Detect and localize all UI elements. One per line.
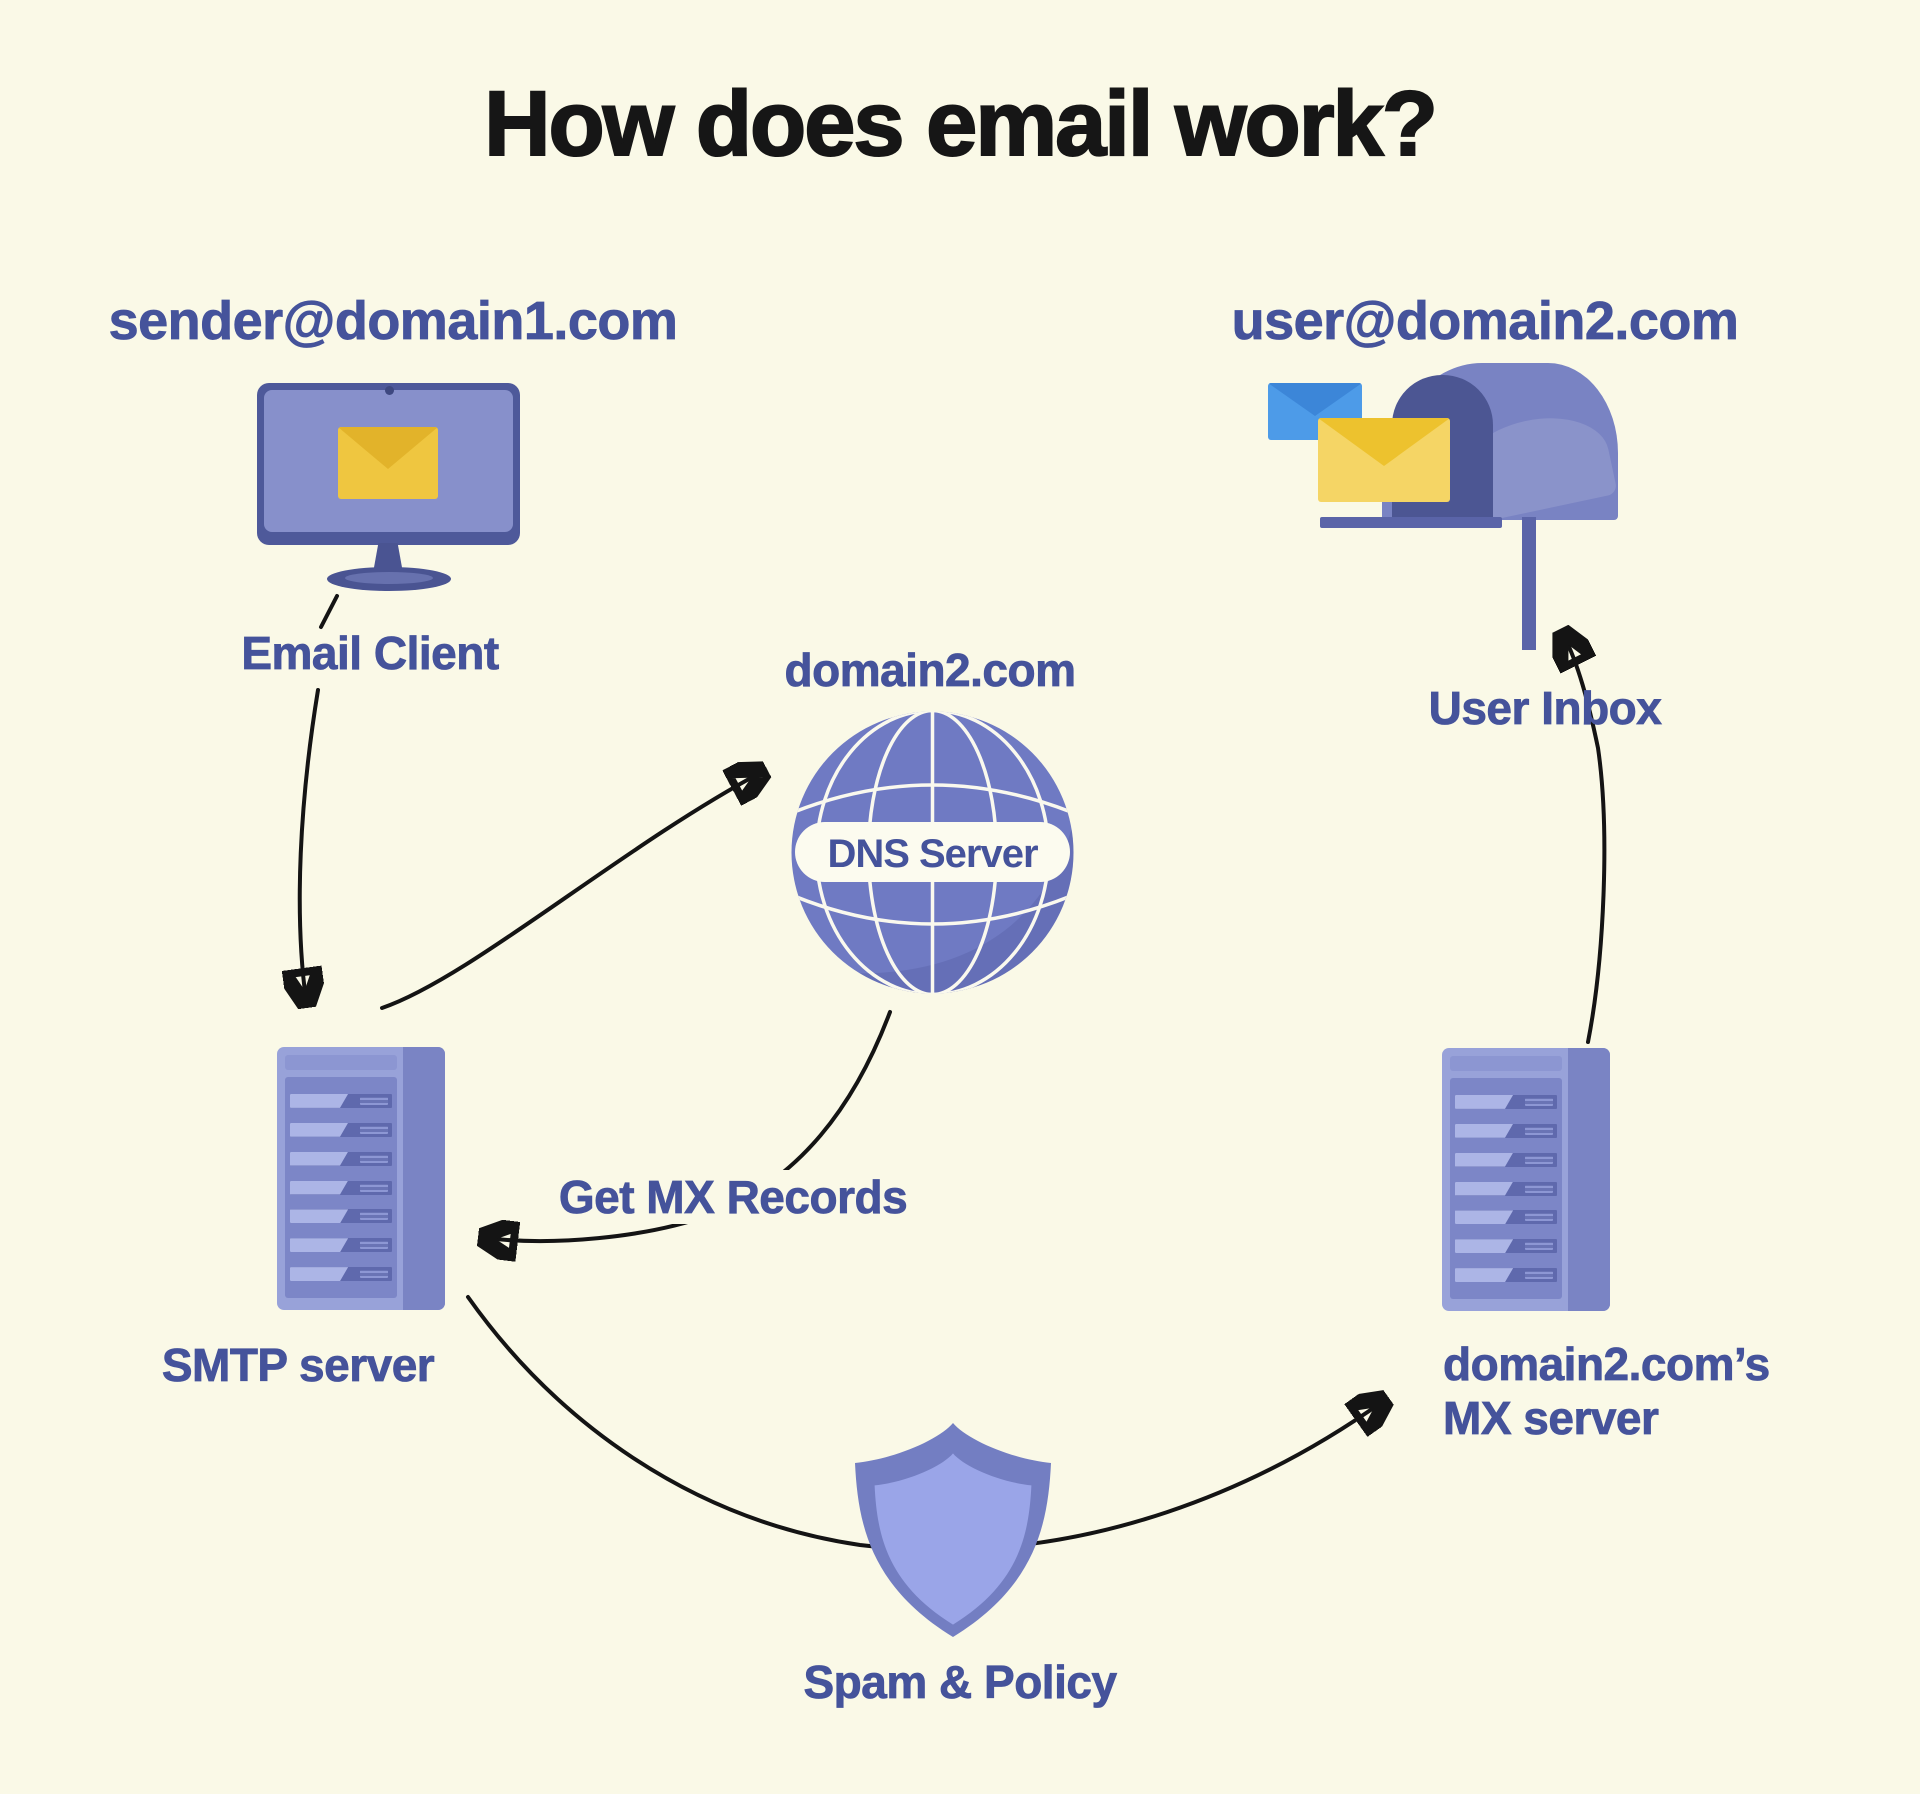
email-client-label: Email Client (241, 627, 500, 680)
smtp-server-label: SMTP server (161, 1339, 435, 1392)
tick-client-to-label (319, 594, 339, 629)
globe-icon: DNS Server (791, 711, 1074, 994)
server-rack-icon-smtp (277, 1047, 445, 1310)
dns-badge-label: DNS Server (827, 832, 1038, 876)
server-unit (290, 1122, 392, 1137)
spam-policy-label: Spam & Policy (803, 1656, 1117, 1709)
dns-domain-label: domain2.com (784, 644, 1076, 697)
dns-badge (795, 822, 1070, 882)
server-unit (1455, 1094, 1557, 1109)
arrow-smtp-to-mx (466, 1295, 1382, 1552)
mx-server-label-line1: domain2.com’s (1443, 1338, 1771, 1391)
monitor-base-highlight (345, 572, 433, 584)
mx-server-label: domain2.com’s MX server (1443, 1337, 1771, 1446)
monitor-envelope-icon (257, 383, 520, 613)
arrow-mx-to-inbox (1564, 636, 1607, 1044)
yellow-envelope-icon (1318, 418, 1450, 502)
server-unit (1455, 1268, 1557, 1283)
shield-inner (874, 1453, 1032, 1625)
mailbox-icon (1260, 355, 1640, 655)
server-rack-units (1450, 1078, 1562, 1299)
server-unit (290, 1151, 392, 1166)
server-unit (1455, 1239, 1557, 1254)
server-rack-icon-mx (1442, 1048, 1610, 1311)
server-unit (290, 1238, 392, 1253)
server-unit (1455, 1123, 1557, 1138)
arrow-smtp-to-dns (380, 773, 760, 1010)
mailbox-shelf (1320, 517, 1502, 528)
server-unit (290, 1209, 392, 1224)
get-mx-records-label: Get MX Records (548, 1170, 918, 1225)
server-unit (1455, 1210, 1557, 1225)
sender-address: sender@domain1.com (108, 291, 678, 352)
server-rack-units (285, 1077, 397, 1298)
page-title: How does email work? (483, 72, 1439, 176)
mx-server-label-line2: MX server (1443, 1392, 1660, 1445)
recipient-address: user@domain2.com (1231, 291, 1739, 352)
server-unit (290, 1093, 392, 1108)
user-inbox-label: User Inbox (1428, 682, 1662, 735)
server-unit (290, 1180, 392, 1195)
arrow-client-to-smtp (300, 688, 318, 1000)
server-unit (1455, 1152, 1557, 1167)
mailbox-pole (1522, 517, 1536, 650)
webcam-dot-icon (384, 386, 394, 395)
server-unit (290, 1267, 392, 1282)
shield-icon (855, 1423, 1051, 1637)
monitor-frame (257, 383, 520, 545)
server-unit (1455, 1181, 1557, 1196)
envelope-icon (338, 427, 438, 499)
